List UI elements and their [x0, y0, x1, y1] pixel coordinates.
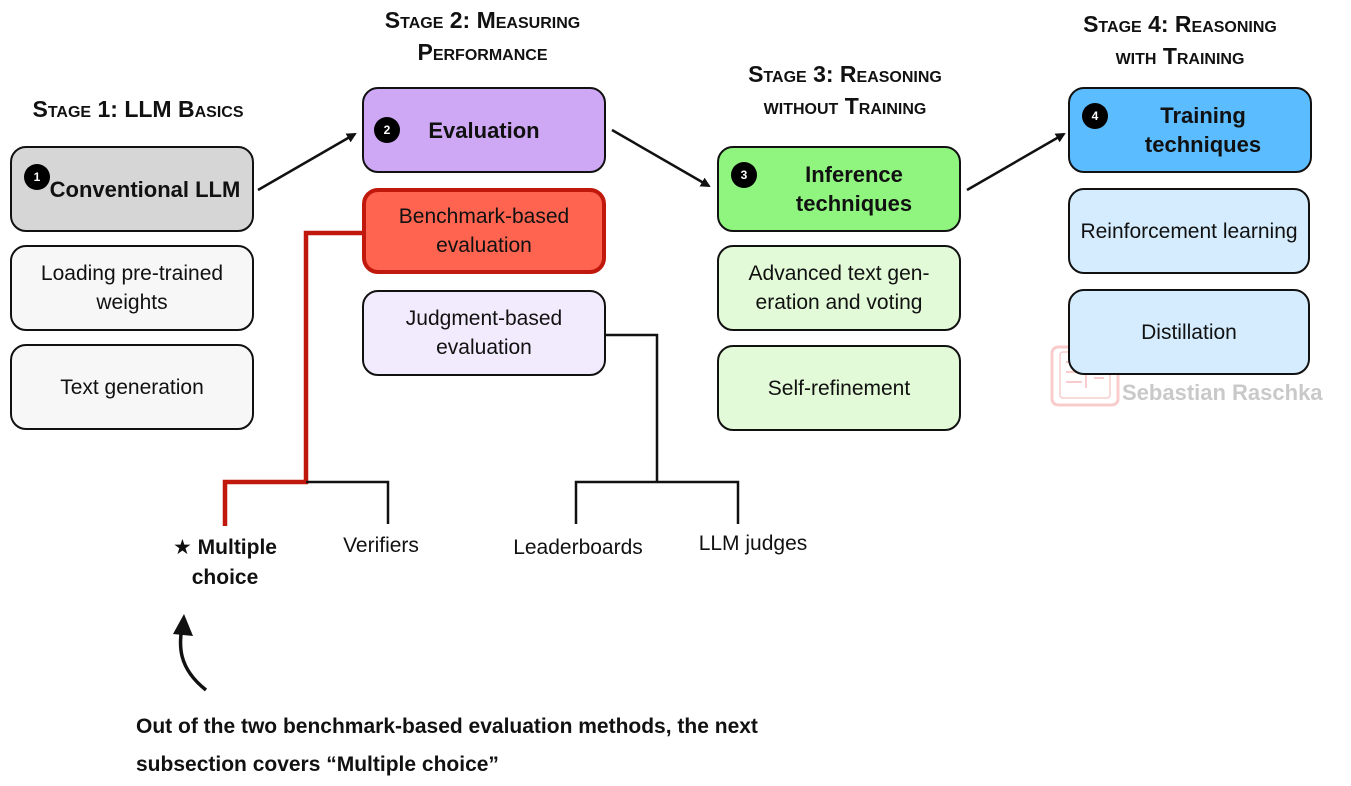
stage4-head-box: 4 Training techniques: [1068, 87, 1312, 173]
watermark-text: Sebastian Raschka: [1122, 380, 1323, 405]
stage3-head-box: 3 Inference techniques: [717, 146, 961, 232]
stage1-item-loading-weights: Loading pre-trained weights: [10, 245, 254, 331]
stage1-head-label: Conventional LLM: [49, 176, 241, 202]
judgment-split-line: [574, 480, 740, 524]
stage1-title: Stage 1: LLM Basics: [32, 96, 244, 122]
stage3-head-label: Inference techniques: [795, 162, 913, 216]
stage1-number-badge: 1: [24, 164, 50, 190]
stage2-item-benchmark-evaluation: Benchmark-based evaluation: [362, 188, 606, 274]
stage1-head-box: 1 Conventional LLM: [10, 146, 254, 232]
stage2-head-box: 2 Evaluation: [362, 87, 606, 173]
stage4-title: Stage 4: Reasoning with Training: [1083, 11, 1277, 69]
stage4-item-distillation: Distillation: [1068, 289, 1310, 375]
stage4-number-badge: 4: [1082, 103, 1108, 129]
stage4-head-label: Training techniques: [1144, 103, 1262, 157]
arrow-stage1-to-stage2: [257, 132, 357, 192]
leaf-llm-judges: LLM judges: [698, 532, 808, 555]
stage3-item-self-refinement: Self-refinement: [717, 345, 961, 431]
stage2-number-badge: 2: [374, 117, 400, 143]
stage2-head-label: Evaluation: [428, 117, 540, 143]
stage3-title: Stage 3: Reasoning without Training: [748, 61, 942, 119]
arrow-stage3-to-stage4: [966, 132, 1066, 192]
footnote-text: Out of the two benchmark-based evaluatio…: [136, 715, 758, 776]
stage3-item-advanced-text-generation: Advanced text gen-eration and voting: [717, 245, 961, 331]
stage1-item-text-generation: Text generation: [10, 344, 254, 430]
verifiers-branch-line: [306, 480, 390, 524]
stage2-title: Stage 2: Measuring Performance: [384, 7, 581, 65]
leaf-leaderboards: Leaderboards: [513, 536, 643, 559]
leaf-verifiers: Verifiers: [343, 534, 419, 557]
stage3-number-badge: 3: [731, 162, 757, 188]
leaf-multiple-choice: ★ Multiple choice: [173, 536, 277, 589]
judgment-branch-line: [604, 333, 659, 482]
stage2-item-judgment-evaluation: Judgment-based evaluation: [362, 290, 606, 376]
arrow-stage2-to-stage3: [611, 128, 711, 188]
stage4-item-reinforcement-learning: Reinforcement learning: [1068, 188, 1310, 274]
